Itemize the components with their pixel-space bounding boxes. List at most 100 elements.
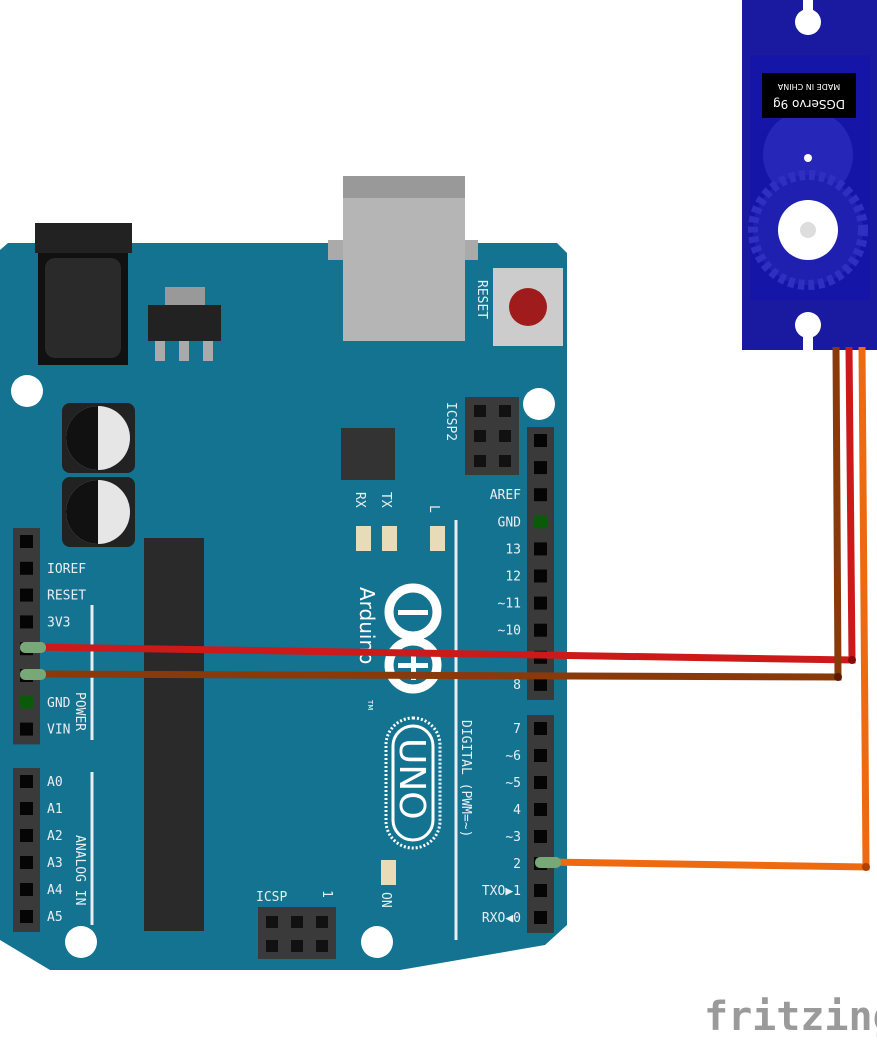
atmega-chip	[144, 538, 204, 931]
header-pin[interactable]	[534, 830, 547, 843]
reset-label: RESET	[474, 280, 489, 319]
mounting-hole	[523, 388, 555, 420]
header-pin[interactable]	[20, 802, 33, 815]
header-pin[interactable]	[534, 542, 547, 556]
icsp-pin	[266, 916, 278, 928]
on-label: ON	[378, 892, 393, 908]
icsp2-pin	[499, 405, 511, 417]
pin-label: ~11	[498, 597, 521, 612]
digital-group-label: DIGITAL (PWM=~)	[458, 720, 473, 837]
icsp2-label: ICSP2	[443, 402, 458, 441]
servo-name: DGServo 9g	[773, 97, 845, 111]
header-pin[interactable]	[20, 535, 33, 548]
arduino-board	[0, 243, 567, 970]
header-pin[interactable]	[20, 695, 33, 709]
icsp2-pin	[474, 455, 486, 467]
header-pin[interactable]	[20, 856, 33, 869]
l-led	[430, 526, 445, 551]
wire-end-5v	[20, 642, 46, 653]
pin-label: A1	[47, 802, 63, 817]
header-pin[interactable]	[20, 615, 33, 629]
icsp-label: ICSP	[256, 890, 287, 905]
header-pin[interactable]	[534, 911, 547, 924]
mounting-hole	[65, 926, 97, 958]
pin-label: A4	[47, 883, 63, 898]
header-pin[interactable]	[534, 722, 547, 735]
reset-button[interactable]	[493, 268, 563, 346]
rx-led	[356, 526, 371, 551]
servo-motor: MADE IN CHINA DGServo 9g	[742, 0, 877, 350]
analog-group-label: ANALOG IN	[72, 835, 87, 905]
pin-label: 13	[505, 542, 521, 557]
header-pin[interactable]	[534, 461, 547, 475]
pin-label: A0	[47, 775, 63, 790]
pin-label: ~3	[505, 830, 521, 845]
pin-label: ~6	[505, 749, 521, 764]
header-pin[interactable]	[534, 569, 547, 583]
pin-label: 8	[513, 678, 521, 693]
usb-port	[328, 176, 478, 341]
wire-end-gnd	[20, 669, 46, 680]
pin-label: GND	[47, 696, 71, 711]
pin-label: RXO◀0	[482, 911, 521, 926]
icsp-pin	[316, 940, 328, 952]
pin-label: 2	[513, 857, 521, 872]
servo-origin: MADE IN CHINA	[777, 82, 840, 91]
fritzing-watermark: fritzing	[704, 994, 877, 1040]
header-pin[interactable]	[534, 803, 547, 816]
wire-5v[interactable]	[32, 346, 856, 664]
icsp-pin1-label: 1	[319, 890, 334, 898]
pin-label: TXO▶1	[482, 884, 521, 899]
arduino-logo: Arduino TM UNO	[355, 583, 442, 850]
header-pin[interactable]	[534, 776, 547, 789]
header-pin[interactable]	[534, 884, 547, 897]
wire-gnd[interactable]	[32, 346, 842, 681]
wire-signal[interactable]	[547, 346, 870, 871]
header-pin[interactable]	[534, 596, 547, 610]
header-pin[interactable]	[534, 749, 547, 762]
pin-label: 12	[505, 570, 521, 585]
header-pin[interactable]	[534, 515, 547, 529]
header-pin[interactable]	[20, 722, 33, 736]
power-jack	[35, 223, 132, 365]
pin-label: VIN	[47, 723, 70, 738]
header-pin[interactable]	[534, 434, 547, 447]
header-pin[interactable]	[20, 883, 33, 896]
icsp2-pin	[474, 405, 486, 417]
icsp-pin	[266, 940, 278, 952]
uno-label: UNO	[391, 738, 432, 820]
mounting-hole	[11, 375, 43, 407]
usb-chip	[341, 428, 395, 480]
icsp2-pin	[499, 430, 511, 442]
header-pin[interactable]	[20, 775, 33, 788]
header-pin[interactable]	[20, 561, 33, 575]
pin-label: A3	[47, 856, 63, 871]
tx-led	[382, 526, 397, 551]
header-pin[interactable]	[20, 829, 33, 842]
icsp-pin	[316, 916, 328, 928]
pin-label: 7	[513, 722, 521, 737]
icsp2-pin	[474, 430, 486, 442]
tx-label: TX	[378, 492, 393, 508]
pin-label: ~10	[498, 624, 521, 639]
header-pin[interactable]	[20, 588, 33, 602]
pin-label: AREF	[490, 488, 521, 503]
icsp-pin	[291, 940, 303, 952]
pin-label: A5	[47, 910, 63, 925]
digital-header-lower	[527, 715, 554, 933]
pin-label: A2	[47, 829, 63, 844]
header-pin[interactable]	[20, 910, 33, 923]
pin-label: ~5	[505, 776, 521, 791]
pin-label: RESET	[47, 589, 86, 604]
capacitor	[62, 477, 135, 547]
pin-label: 4	[513, 803, 521, 818]
header-pin[interactable]	[534, 488, 547, 502]
header-pin[interactable]	[534, 623, 547, 637]
voltage-regulator	[148, 287, 221, 361]
pin-label: IOREF	[47, 562, 86, 577]
header-pin[interactable]	[534, 677, 547, 691]
pin-label: 3V3	[47, 615, 70, 630]
icsp2-pin	[499, 455, 511, 467]
icsp-pin	[291, 916, 303, 928]
